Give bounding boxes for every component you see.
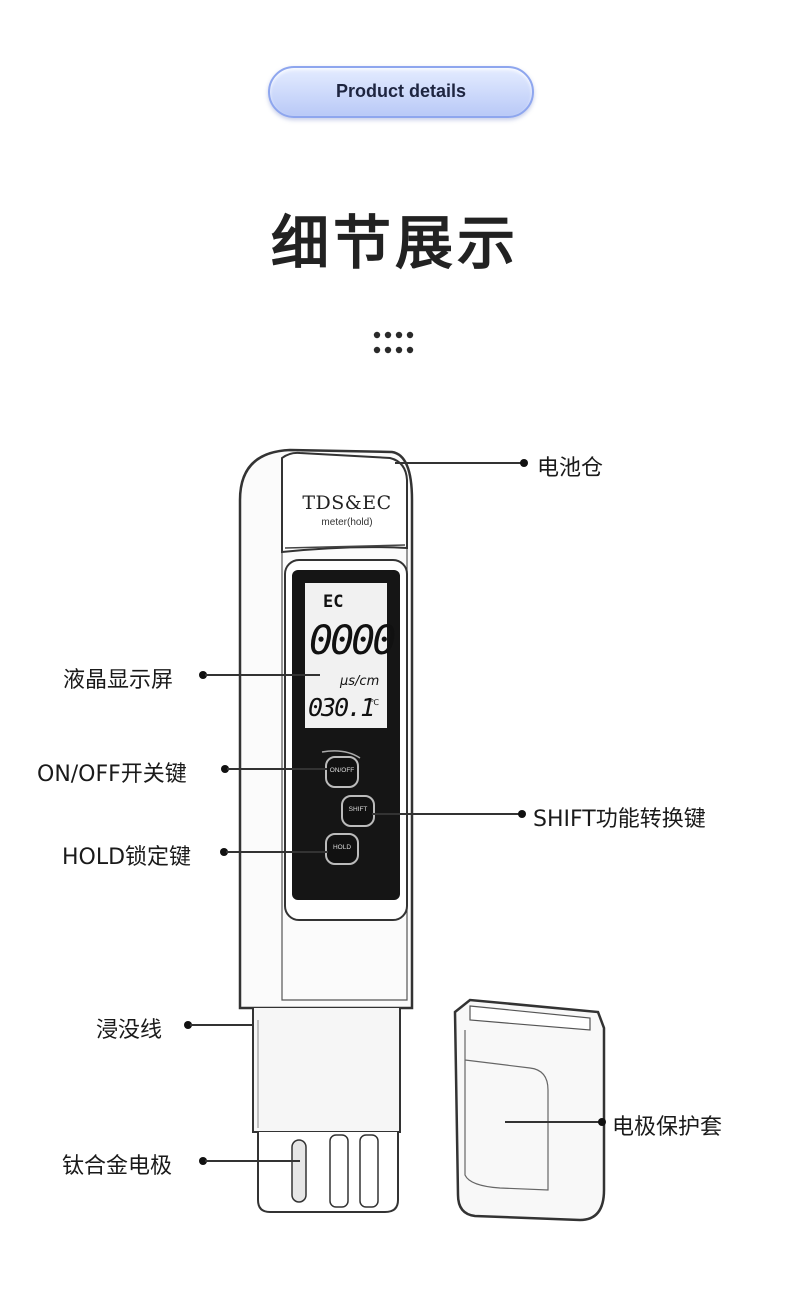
callout-dot-shift bbox=[518, 810, 526, 818]
lcd-temperature: 030.1 bbox=[308, 693, 375, 722]
product-details-label: Product details bbox=[335, 81, 467, 101]
callout-dot-lcd bbox=[199, 671, 207, 679]
callout-hold-key: HOLD锁定键 bbox=[62, 845, 192, 870]
lcd-mode: EC bbox=[323, 592, 344, 612]
callout-titanium-electrode: 钛合金电极 bbox=[62, 1154, 173, 1179]
lcd-temperature-unit: ℃ bbox=[370, 698, 379, 707]
device-brand: TDS&EC bbox=[302, 492, 392, 514]
device-subtitle: meter(hold) bbox=[321, 517, 373, 528]
leader-immersion bbox=[190, 1024, 252, 1026]
hold-button[interactable]: HOLD bbox=[332, 844, 352, 851]
leader-onoff bbox=[227, 768, 327, 770]
product-details-badge: Product details bbox=[268, 66, 534, 118]
callout-battery-compartment: 电池仓 bbox=[537, 456, 604, 481]
page-title: 细节展示 bbox=[270, 209, 519, 277]
lcd-unit: μs/cm bbox=[340, 674, 380, 689]
callout-dot-cap bbox=[598, 1118, 606, 1126]
callout-dot-battery bbox=[520, 459, 528, 467]
lcd-main-reading: 0000 bbox=[309, 618, 396, 664]
leader-cap bbox=[505, 1121, 602, 1123]
callout-dot-hold bbox=[220, 848, 228, 856]
callout-dot-onoff bbox=[221, 765, 229, 773]
callout-immersion-line: 浸没线 bbox=[96, 1018, 163, 1043]
callout-onoff-key: ON/OFF开关键 bbox=[37, 762, 187, 787]
leader-shift bbox=[372, 813, 522, 815]
callout-protective-cap: 电极保护套 bbox=[612, 1115, 723, 1140]
callout-dot-immersion bbox=[184, 1021, 192, 1029]
callout-lcd-screen: 液晶显示屏 bbox=[63, 668, 174, 693]
onoff-button[interactable]: ON/OFF bbox=[329, 767, 355, 774]
leader-electrode bbox=[205, 1160, 300, 1162]
leader-battery bbox=[395, 462, 523, 464]
leader-hold bbox=[226, 851, 328, 853]
decorative-dots-icon bbox=[373, 331, 414, 354]
callout-shift-key: SHIFT功能转换键 bbox=[533, 807, 706, 832]
shift-button[interactable]: SHIFT bbox=[348, 806, 368, 813]
leader-lcd bbox=[205, 674, 320, 676]
callout-dot-electrode bbox=[199, 1157, 207, 1165]
